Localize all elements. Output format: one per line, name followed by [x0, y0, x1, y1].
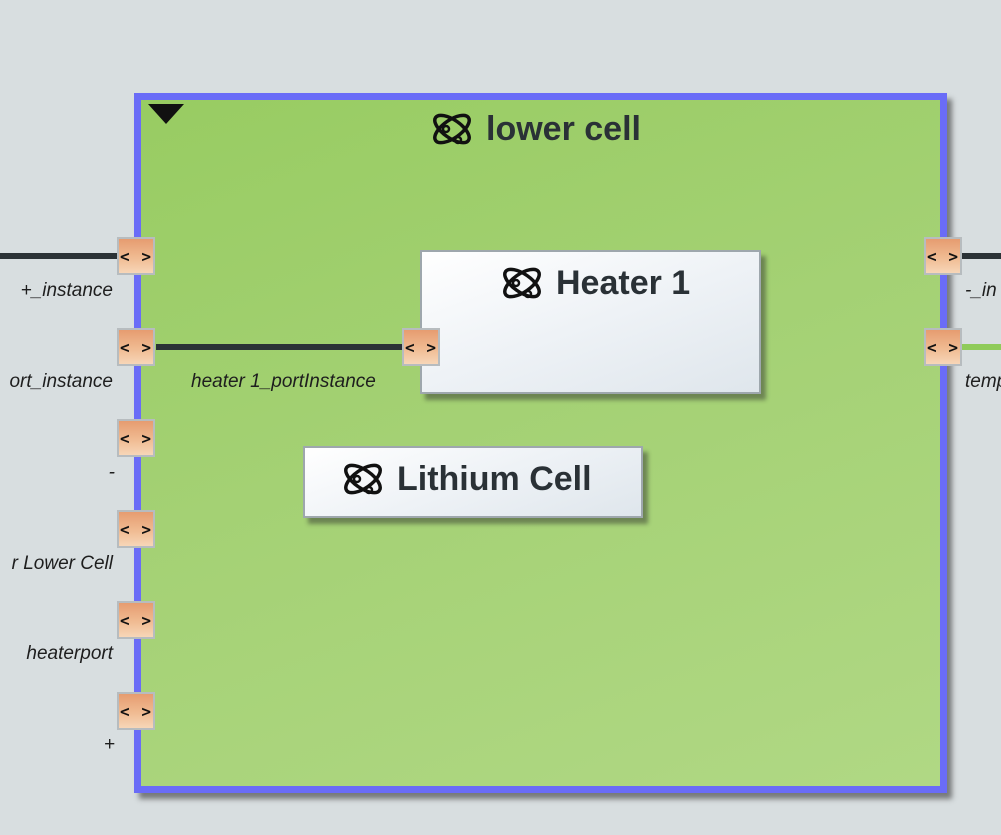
port-left-5[interactable]: < > — [117, 601, 155, 639]
port-left-3[interactable]: < > — [117, 419, 155, 457]
atom-icon — [433, 113, 471, 145]
atom-icon — [344, 463, 382, 495]
port-heater-label: heater 1_portInstance — [191, 371, 376, 392]
port-left-4[interactable]: < > — [117, 510, 155, 548]
port-left-6-label: + — [103, 734, 115, 755]
port-left-1-label: +_instance — [20, 280, 113, 301]
port-left-4-label: r Lower Cell — [11, 553, 113, 574]
heater-title-text: Heater 1 — [556, 263, 691, 302]
heater-title: Heater 1 — [500, 262, 690, 304]
lithium-cell-title: Lithium Cell — [341, 458, 592, 500]
port-right-2[interactable]: < > — [924, 328, 962, 366]
heater-part[interactable] — [420, 250, 761, 394]
port-right-1-label: -_in — [965, 280, 997, 301]
atom-icon — [503, 267, 541, 299]
port-left-1[interactable]: < > — [117, 237, 155, 275]
port-left-6[interactable]: < > — [117, 692, 155, 730]
block-title: lower cell — [430, 108, 641, 150]
port-left-3-label: - — [108, 462, 115, 483]
connector-right-top[interactable] — [960, 253, 1001, 259]
lower-cell-block[interactable] — [134, 93, 947, 793]
port-right-1[interactable]: < > — [924, 237, 962, 275]
port-left-5-label: heaterport — [26, 643, 113, 664]
port-left-2[interactable]: < > — [117, 328, 155, 366]
connector-right-temp[interactable] — [960, 344, 1001, 350]
connector-left-top[interactable] — [0, 253, 120, 259]
port-right-2-label: temp — [965, 371, 1001, 392]
lithium-cell-title-text: Lithium Cell — [397, 459, 592, 498]
port-heater[interactable]: < > — [402, 328, 440, 366]
port-left-2-label: ort_instance — [9, 371, 113, 392]
triangle-down-icon[interactable] — [148, 104, 184, 124]
block-title-text: lower cell — [486, 109, 641, 148]
connector-heater[interactable] — [156, 344, 404, 350]
